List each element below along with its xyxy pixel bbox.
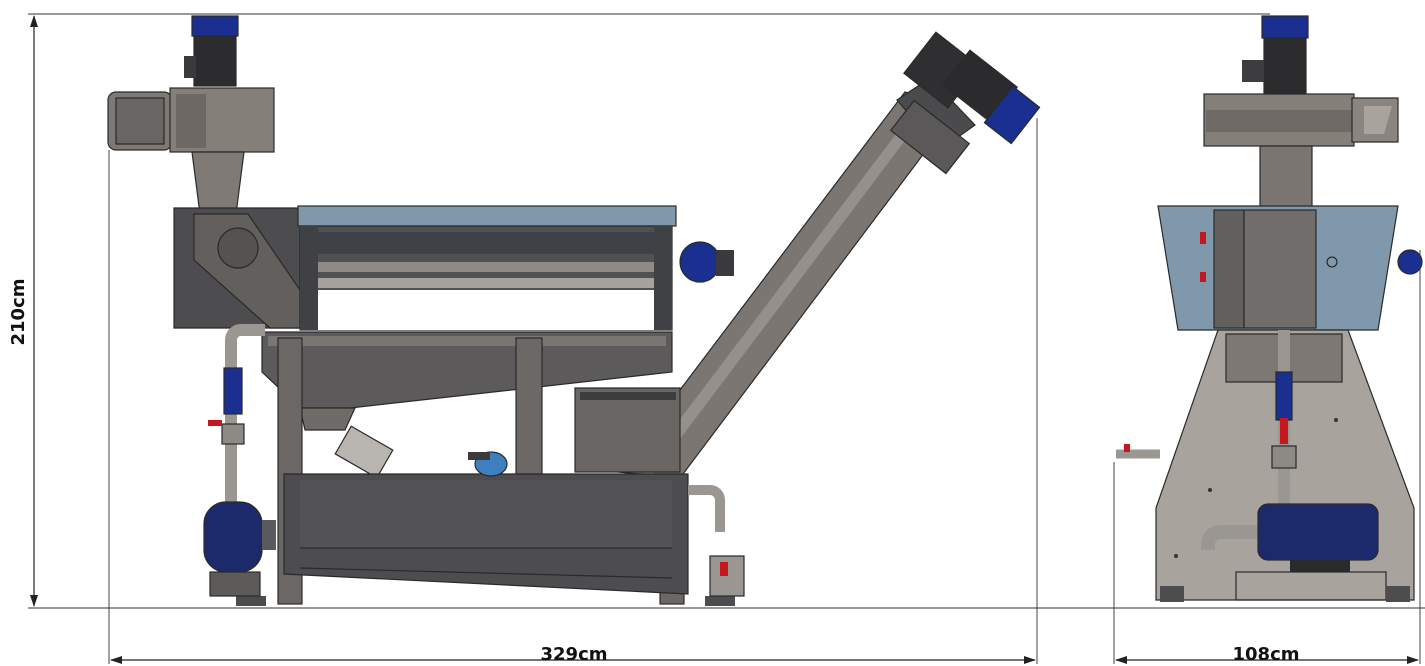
front-hood <box>1157 205 1423 331</box>
front-exhaust-fan <box>1203 15 1399 211</box>
width-dimension-label: 329cm <box>541 644 608 665</box>
circulation-pump <box>203 501 276 597</box>
front-pump <box>1201 503 1379 572</box>
front-pipe <box>1116 330 1297 530</box>
tank-valve <box>468 451 508 477</box>
lower-tank <box>283 473 745 597</box>
side-pipe <box>208 324 265 520</box>
dimension-lines <box>28 13 1425 664</box>
settling-tank <box>261 331 673 479</box>
washing-drum <box>297 205 734 331</box>
front-elevation-view <box>1116 15 1423 602</box>
height-dimension-label: 210cm <box>8 279 29 346</box>
depth-dimension-label: 108cm <box>1233 644 1300 665</box>
side-elevation-view <box>107 15 1041 606</box>
inlet-box <box>173 207 301 329</box>
screw-conveyor <box>574 31 1041 479</box>
exhaust-fan <box>107 15 275 215</box>
